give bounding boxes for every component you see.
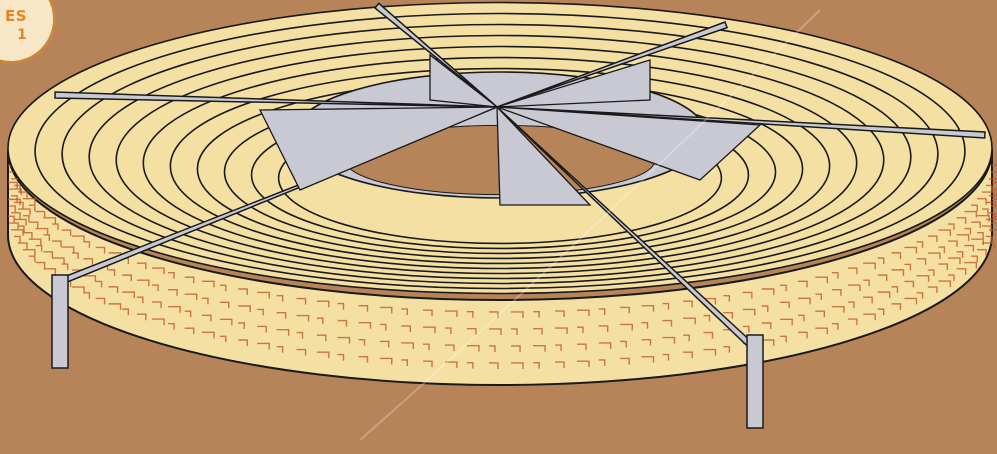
divider-end-face xyxy=(52,275,68,368)
badge-subtext: 1 xyxy=(17,27,27,43)
divider-end-face xyxy=(747,335,763,428)
badge-text: ES xyxy=(5,9,27,24)
